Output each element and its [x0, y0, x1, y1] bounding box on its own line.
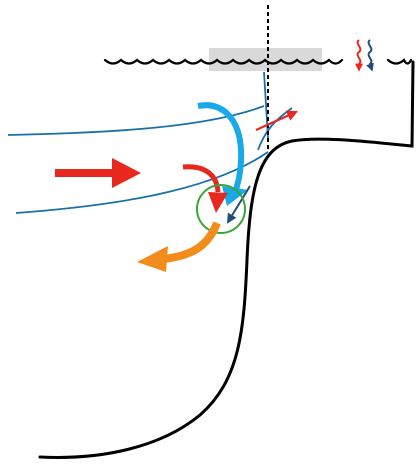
red-inflow-arrow-head: [112, 158, 141, 188]
short-blue-line-diagonal: [257, 107, 293, 151]
upper-flow-line: [7, 105, 265, 136]
blue-downward-arrow-shaft: [197, 102, 245, 191]
red-wiggle-arrow: [355, 39, 363, 72]
red-curved-arrow-shaft: [182, 164, 221, 193]
red-curved-arrow-head: [208, 192, 228, 213]
blue-downward-arrow-head: [222, 186, 248, 206]
orange-outflow-arrow-shaft: [162, 221, 221, 263]
lower-flow-line: [15, 151, 269, 214]
basin-outline: [38, 60, 415, 459]
wavy-surface-line: [103, 58, 413, 65]
small-dark-blue-arrow: [226, 185, 251, 224]
small-red-diagonal-arrow: [255, 110, 299, 132]
blue-wiggle-arrow: [366, 39, 374, 72]
green-circle: [196, 184, 246, 234]
orange-outflow-arrow-head: [137, 246, 168, 272]
